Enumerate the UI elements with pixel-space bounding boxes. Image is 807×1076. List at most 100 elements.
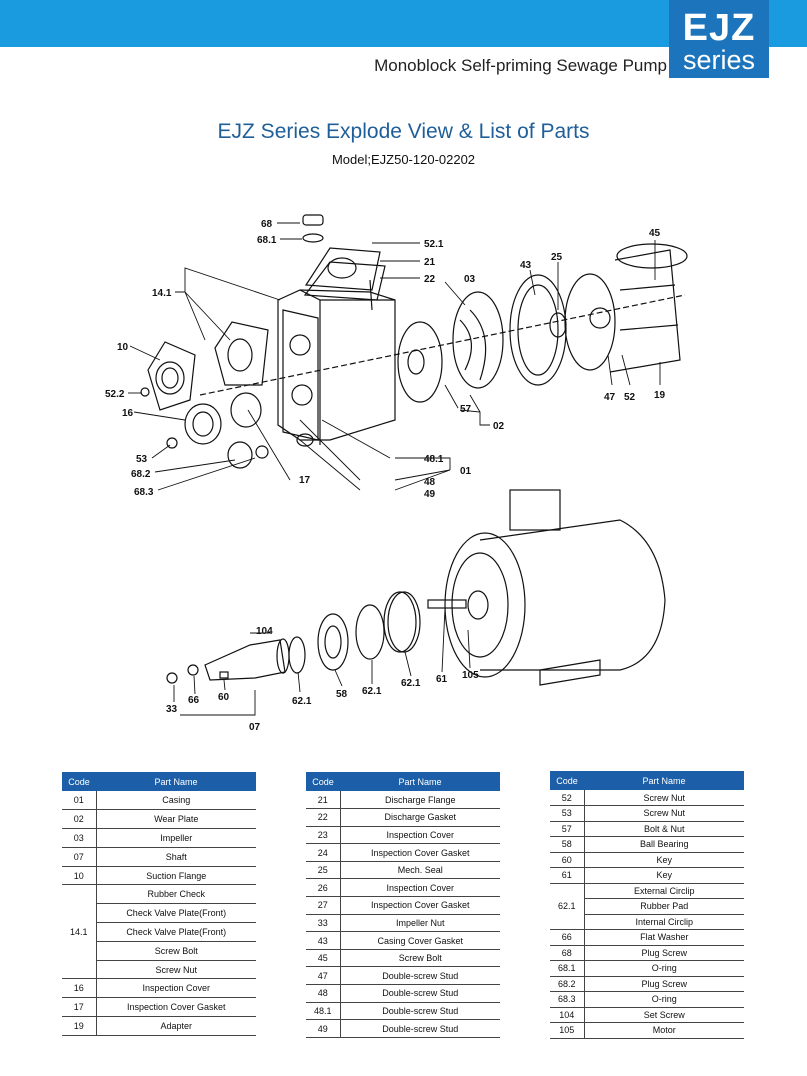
part-code: 60 bbox=[550, 852, 585, 868]
part-code: 17 bbox=[62, 997, 97, 1018]
diagram-label-14-1: 14.1 bbox=[152, 288, 172, 299]
part-name: Screw Nut bbox=[584, 805, 744, 822]
part-name: Casing bbox=[96, 791, 256, 811]
diagram-label-68-3: 68.3 bbox=[134, 487, 154, 498]
diagram-label-45: 45 bbox=[649, 228, 661, 239]
part-code: 07 bbox=[62, 847, 97, 867]
header-code: Code bbox=[62, 772, 96, 791]
part-name: Inspection Cover bbox=[340, 878, 500, 898]
part-code: 48 bbox=[306, 984, 341, 1003]
part-name: Rubber Pad bbox=[584, 898, 744, 915]
part-code: 01 bbox=[62, 791, 97, 811]
part-code: 57 bbox=[550, 821, 585, 837]
part-code: 43 bbox=[306, 931, 341, 950]
part-code: 16 bbox=[62, 978, 97, 999]
part-code: 33 bbox=[306, 914, 341, 933]
part-code: 105 bbox=[550, 1022, 585, 1039]
part-name: Key bbox=[584, 852, 744, 868]
diagram-label-01: 01 bbox=[460, 466, 472, 477]
part-code: 58 bbox=[550, 836, 585, 853]
part-name: Key bbox=[584, 867, 744, 884]
header-part-name: Part Name bbox=[584, 771, 744, 790]
table-row: Screw Bolt bbox=[62, 941, 256, 961]
part-code: 26 bbox=[306, 878, 341, 898]
part-name: Internal Circlip bbox=[584, 914, 744, 930]
table-row: Rubber Pad bbox=[550, 898, 744, 915]
part-code: 27 bbox=[306, 896, 341, 915]
part-code: 21 bbox=[306, 791, 341, 810]
part-code: 53 bbox=[550, 805, 585, 822]
exploded-view-diagram: 68 68.1 52.1 21 22 14.1 03 43 25 45 10 5… bbox=[105, 214, 688, 733]
diagram-label-62-1-b: 62.1 bbox=[362, 686, 382, 697]
diagram-label-21: 21 bbox=[424, 257, 436, 268]
diagram-label-105: 105 bbox=[462, 670, 479, 681]
header-code: Code bbox=[306, 772, 340, 791]
part-code: 25 bbox=[306, 861, 341, 880]
part-name: Ball Bearing bbox=[584, 836, 744, 853]
diagram-label-10: 10 bbox=[117, 342, 129, 353]
part-code: 61 bbox=[550, 867, 585, 884]
adapter-drawing bbox=[564, 243, 688, 373]
part-name: External Circlip bbox=[584, 883, 744, 899]
table-row: Check Valve Plate(Front) bbox=[62, 922, 256, 942]
table-row: Internal Circlip bbox=[550, 914, 744, 930]
suction-flange-drawing bbox=[140, 321, 269, 469]
diagram-label-61: 61 bbox=[436, 674, 448, 685]
diagram-label-53: 53 bbox=[136, 454, 148, 465]
badge-line2: series bbox=[682, 45, 756, 75]
part-name: Inspection Cover Gasket bbox=[340, 896, 500, 915]
part-name: Double-screw Stud bbox=[340, 984, 500, 1003]
part-name: Plug Screw bbox=[584, 976, 744, 992]
part-code: 49 bbox=[306, 1019, 341, 1038]
part-code: 52 bbox=[550, 790, 585, 806]
diagram-label-52-2: 52.2 bbox=[105, 389, 125, 400]
diagram-label-68-2: 68.2 bbox=[131, 469, 151, 480]
part-name: Inspection Cover bbox=[96, 978, 256, 999]
diagram-label-52: 52 bbox=[624, 392, 636, 403]
diagram-label-47: 47 bbox=[604, 392, 616, 403]
part-name: Screw Bolt bbox=[340, 949, 500, 968]
part-name: Inspection Cover bbox=[340, 826, 500, 845]
diagram-label-104: 104 bbox=[256, 626, 273, 637]
diagram-label-03: 03 bbox=[464, 274, 476, 285]
part-name: Discharge Flange bbox=[340, 791, 500, 810]
part-name: Wear Plate bbox=[96, 809, 256, 830]
page-title: EJZ Series Explode View & List of Parts bbox=[217, 120, 590, 143]
part-code: 104 bbox=[550, 1007, 585, 1023]
part-code: 23 bbox=[306, 826, 341, 845]
diagram-label-57: 57 bbox=[460, 404, 472, 415]
part-name: Plug Screw bbox=[584, 945, 744, 961]
diagram-label-07: 07 bbox=[249, 722, 261, 733]
part-name: Motor bbox=[584, 1022, 744, 1039]
part-name: Screw Nut bbox=[584, 790, 744, 806]
part-name: Screw Bolt bbox=[96, 941, 256, 961]
part-name: Flat Washer bbox=[584, 929, 744, 946]
diagram-label-68: 68 bbox=[261, 219, 273, 230]
part-code: 02 bbox=[62, 809, 97, 830]
part-name: Adapter bbox=[96, 1016, 256, 1036]
diagram-label-62-1-c: 62.1 bbox=[401, 678, 421, 689]
table-row: Screw Nut bbox=[62, 960, 256, 980]
